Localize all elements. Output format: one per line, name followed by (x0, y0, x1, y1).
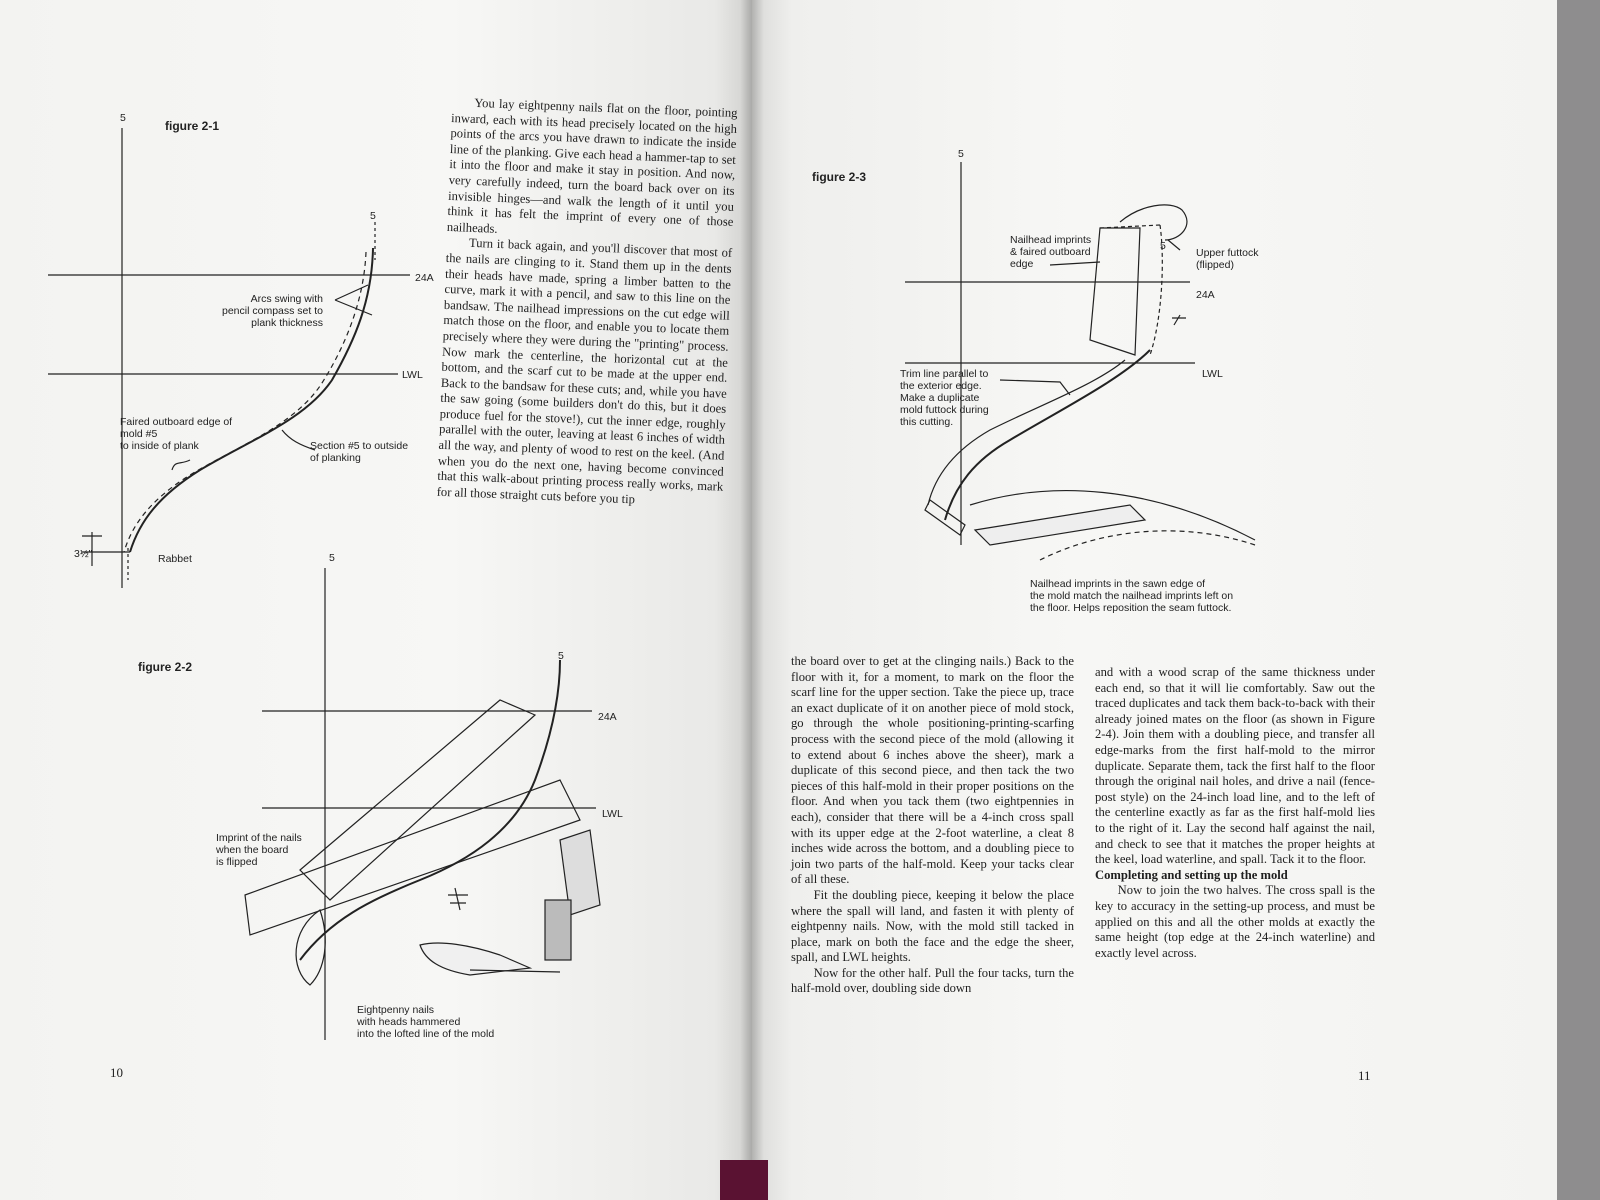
figure-2-3-drawing (905, 162, 1256, 561)
right-page-column-2: and with a wood scrap of the same thickn… (1095, 665, 1375, 961)
right-page-column-1: the board over to get at the clinging na… (791, 654, 1074, 997)
fig1-24a-label: 24A (415, 272, 434, 284)
fig2-station-left-label: 5 (329, 552, 335, 564)
section-heading: Completing and setting up the mold (1095, 867, 1288, 882)
fig1-rabbet-label: Rabbet (158, 553, 192, 565)
figure-2-2-title: figure 2-2 (138, 660, 193, 674)
fig2-imprint-label: Imprint of the nails when the board is f… (216, 832, 302, 868)
right-col1-paragraph-1: the board over to get at the clinging na… (791, 654, 1074, 887)
fig2-24a-label: 24A (598, 711, 617, 723)
fig1-station-label: 5 (120, 112, 126, 124)
left-page-number: 10 (110, 1065, 123, 1080)
right-page (752, 0, 1557, 1200)
book-cover-edge (720, 1160, 768, 1200)
fig3-bottom-label: Nailhead imprints in the sawn edge of th… (1030, 578, 1234, 614)
figure-2-1-title: figure 2-1 (165, 119, 220, 133)
book-gutter (740, 0, 764, 1200)
right-col2-paragraph-1: and with a wood scrap of the same thickn… (1095, 665, 1375, 867)
fig3-upper-futtock-label: Upper futtock (flipped) (1196, 247, 1259, 271)
fig3-24a-label: 24A (1196, 289, 1215, 301)
fig1-faired-label: Faired outboard edge of mold #5 to insid… (120, 416, 233, 452)
fig2-lwl-label: LWL (602, 808, 623, 820)
fig3-lwl-label: LWL (1202, 368, 1223, 380)
fig3-nailhead-label: Nailhead imprints & faired outboard edge (1010, 234, 1092, 270)
fig3-station-label: 5 (958, 148, 964, 160)
fig1-lwl-label: LWL (402, 369, 423, 381)
right-col2-paragraph-2: Now to join the two halves. The cross sp… (1095, 883, 1375, 960)
fig3-inner-station-label: 5 (1160, 240, 1166, 252)
fig2-station-right-label: 5 (558, 650, 564, 662)
fig1-section-label: Section #5 to outside of planking (310, 440, 409, 464)
right-col1-paragraph-3: Now for the other half. Pull the four ta… (791, 965, 1074, 996)
right-col1-paragraph-2: Fit the doubling piece, keeping it below… (791, 887, 1074, 965)
fig3-trim-line-label: Trim line parallel to the exterior edge.… (900, 368, 989, 428)
figure-2-2-drawing (244, 568, 601, 1040)
fig1-arcs-label: Arcs swing with pencil compass set to pl… (222, 293, 323, 329)
left-page (0, 0, 752, 1200)
figure-2-1-drawing (48, 128, 410, 588)
figure-2-3-title: figure 2-3 (812, 170, 867, 184)
fig1-dimension-label: 3½" (74, 548, 93, 560)
fig2-nails-label: Eightpenny nails with heads hammered int… (357, 1004, 495, 1040)
fig1-inner-station-label: 5 (370, 210, 376, 222)
right-page-number: 11 (1358, 1068, 1371, 1083)
